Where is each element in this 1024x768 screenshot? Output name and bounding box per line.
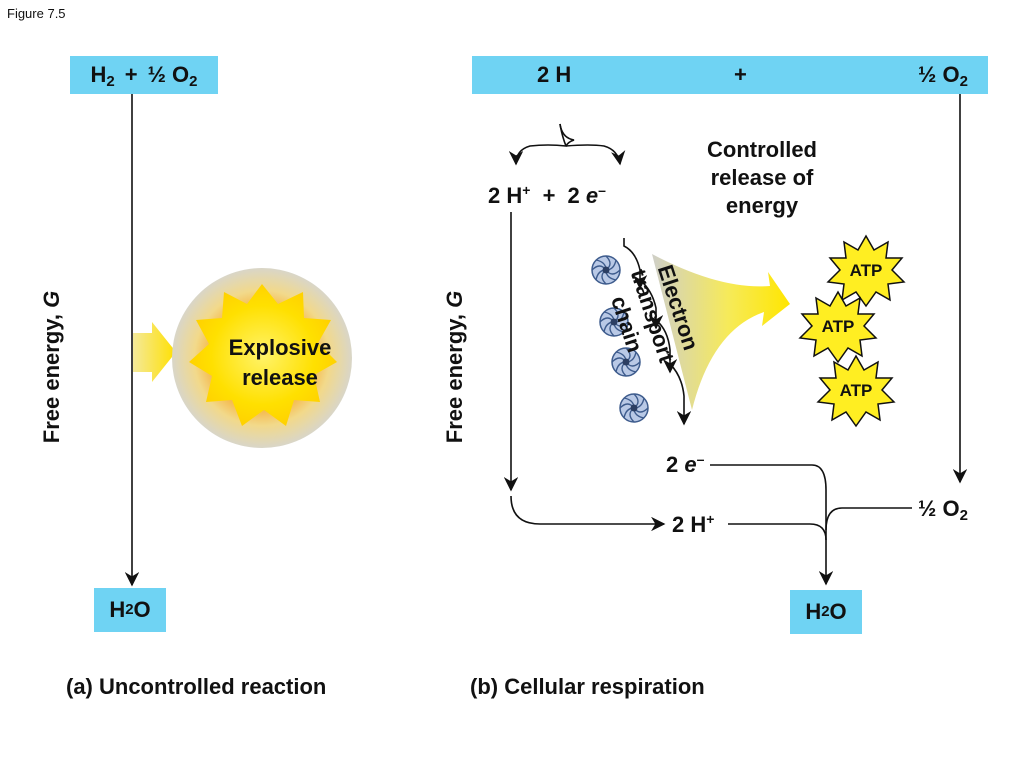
electron-symbol: e [585, 183, 599, 208]
proton-join [728, 523, 827, 541]
atp-label-1: ATP [850, 261, 883, 280]
energy-release-arrow [652, 254, 790, 410]
minus-superscript: – [696, 451, 705, 467]
reactants-box-b: 2 H + ½ O2 [472, 56, 988, 94]
figure-label: Figure 7.5 [7, 6, 66, 21]
two-e-number: 2 [666, 452, 685, 477]
o-text: O [133, 597, 151, 622]
controlled-line-1: Controlled [707, 137, 817, 162]
two-h-plus-label: 2 H+ [672, 512, 714, 538]
release-text: release [242, 365, 318, 390]
o2-subscript: 2 [959, 507, 968, 524]
plus-sign: + [542, 183, 556, 208]
o2-term: ½ O2 [147, 62, 198, 90]
h2-term: H2 [90, 62, 115, 90]
controlled-line-2: release of [710, 165, 814, 190]
brace-right [565, 144, 626, 166]
etc-step-3 [655, 319, 678, 374]
controlled-release-label: Controlled release of energy [672, 136, 852, 220]
h-plus-to-water [510, 495, 666, 532]
split-label: 2 H+ + 2 e– [488, 183, 606, 209]
o2-subscript: 2 [959, 73, 968, 90]
h-text: H [109, 597, 126, 622]
carrier-icon-1 [591, 255, 621, 285]
o2-subscript: 2 [189, 73, 198, 90]
two-h-plus-text: 2 H [488, 183, 523, 208]
h2-text: H [90, 62, 107, 87]
caption-a: (a) Uncontrolled reaction [66, 674, 327, 699]
plus-superscript: + [522, 182, 531, 198]
o2-text: ½ O [147, 62, 190, 87]
release-arrow-a [133, 322, 176, 382]
explosion-burst [189, 284, 337, 426]
atp-label-3: ATP [840, 381, 873, 400]
h-text: H [805, 599, 822, 624]
brace-top [559, 123, 567, 147]
oxygen-join [825, 507, 912, 531]
atp-label-2: ATP [822, 317, 855, 336]
two-h-text: 2 H [672, 512, 707, 537]
half-o2-label: ½ O2 [918, 496, 968, 524]
two-electrons-label: 2 e– [666, 452, 704, 478]
plus-sign: + [124, 62, 138, 87]
o2-text: ½ O [918, 496, 960, 521]
atp-burst-3: ATP [816, 354, 896, 428]
carrier-icon-2 [599, 307, 629, 337]
explosive-release-label: Explosive release [205, 333, 355, 393]
etc-step-1 [623, 238, 648, 290]
electron-to-water [710, 464, 834, 586]
explosive-text: Explosive [228, 335, 332, 360]
plus-superscript: + [706, 511, 715, 527]
plus-sign: + [734, 62, 747, 87]
atp-burst-2: ATP [798, 290, 878, 364]
h2-subscript: 2 [106, 73, 115, 90]
controlled-line-3: energy [725, 193, 799, 218]
o2-term: ½ O2 [918, 62, 968, 90]
two-h-text: 2 H [537, 62, 572, 87]
carrier-icon-4 [619, 393, 649, 423]
minus-superscript: – [598, 182, 606, 198]
o-text: O [829, 599, 847, 624]
o2-text: ½ O [918, 62, 960, 87]
carrier-icon-3 [611, 347, 641, 377]
two-e-number: 2 [567, 183, 586, 208]
etc-step-4 [669, 363, 692, 426]
etc-step-2 [639, 279, 664, 330]
reactants-box-a: H2 + ½ O2 [70, 56, 218, 94]
electron-symbol: e [684, 452, 697, 477]
caption-b: (b) Cellular respiration [470, 674, 705, 699]
atp-burst-1: ATP [826, 234, 906, 308]
